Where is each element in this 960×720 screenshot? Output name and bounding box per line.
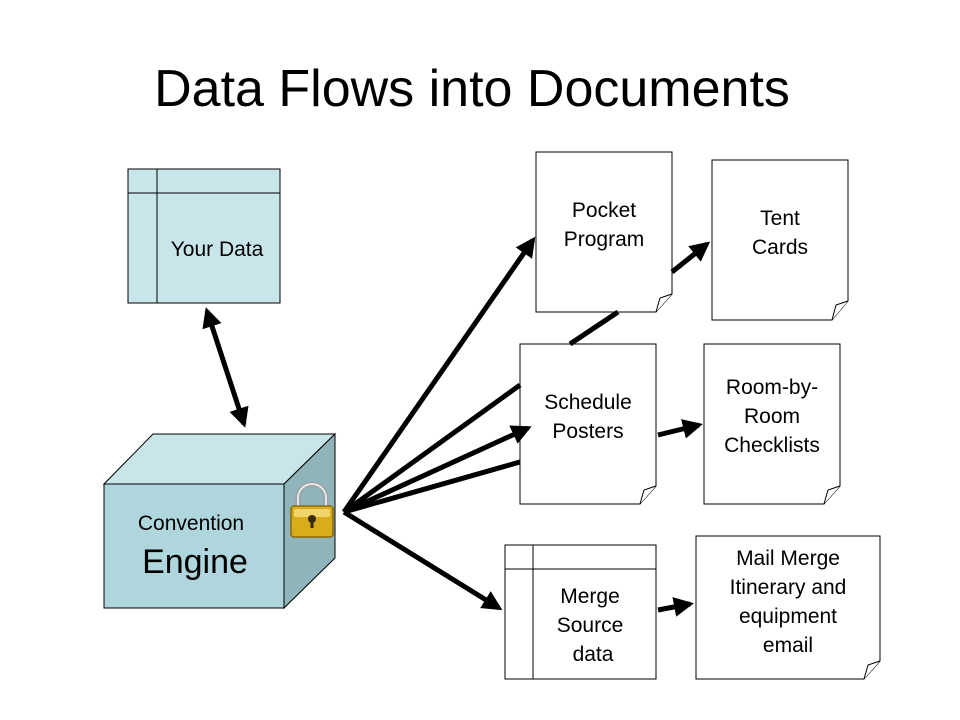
engine-label-line1: Convention <box>138 512 244 535</box>
arrow-to-mail-merge <box>657 597 694 617</box>
pocket-program-doc: Pocket Program <box>535 151 673 313</box>
lock-icon <box>290 481 334 538</box>
flow-arrows <box>202 236 711 617</box>
line-to-schedule-posters-b <box>343 459 521 515</box>
mail-merge-label-3: equipment <box>739 605 837 628</box>
page-title: Data Flows into Documents <box>154 60 790 118</box>
room-checklists-label-1: Room-by- <box>726 376 818 399</box>
room-checklists-label-3: Checklists <box>724 434 820 457</box>
your-data-table: Your Data <box>127 168 281 304</box>
merge-source-label-3: data <box>573 643 614 666</box>
mail-merge-doc: Mail Merge Itinerary and equipment email <box>695 535 881 680</box>
line-to-tent-cards-start <box>342 382 522 515</box>
pocket-program-label-2: Program <box>564 228 645 251</box>
convention-engine-cube: Convention Engine <box>102 432 337 610</box>
your-data-table-body <box>127 168 281 304</box>
mail-merge-label-2: Itinerary and <box>730 576 847 599</box>
arrow-to-merge-source <box>342 509 503 611</box>
engine-label-line2: Engine <box>142 543 248 581</box>
tent-cards-label-1: Tent <box>760 207 800 230</box>
arrow-to-tent-cards <box>670 241 711 274</box>
line-to-tent-cards-mid <box>568 309 620 347</box>
room-checklists-label-2: Room <box>744 405 800 428</box>
arrow-to-schedule-posters <box>342 425 532 515</box>
pocket-program-label-1: Pocket <box>572 199 636 222</box>
your-data-label: Your Data <box>171 238 264 261</box>
mail-merge-label-1: Mail Merge <box>736 547 840 570</box>
arrow-to-room-checklists <box>657 419 703 439</box>
room-checklists-doc: Room-by- Room Checklists <box>703 343 841 505</box>
schedule-posters-doc: Schedule Posters <box>519 343 657 505</box>
merge-source-table: Merge Source data <box>504 544 657 680</box>
arrow-data-engine <box>202 307 249 428</box>
schedule-posters-label-2: Posters <box>552 420 623 443</box>
schedule-posters-label-1: Schedule <box>544 391 632 414</box>
arrow-to-pocket-program <box>341 236 536 514</box>
tent-cards-doc: Tent Cards <box>711 159 849 321</box>
merge-source-label-2: Source <box>557 614 624 637</box>
mail-merge-label-4: email <box>763 634 813 657</box>
tent-cards-label-2: Cards <box>752 236 808 259</box>
cube-front-face <box>103 483 285 609</box>
merge-source-label-1: Merge <box>560 585 620 608</box>
